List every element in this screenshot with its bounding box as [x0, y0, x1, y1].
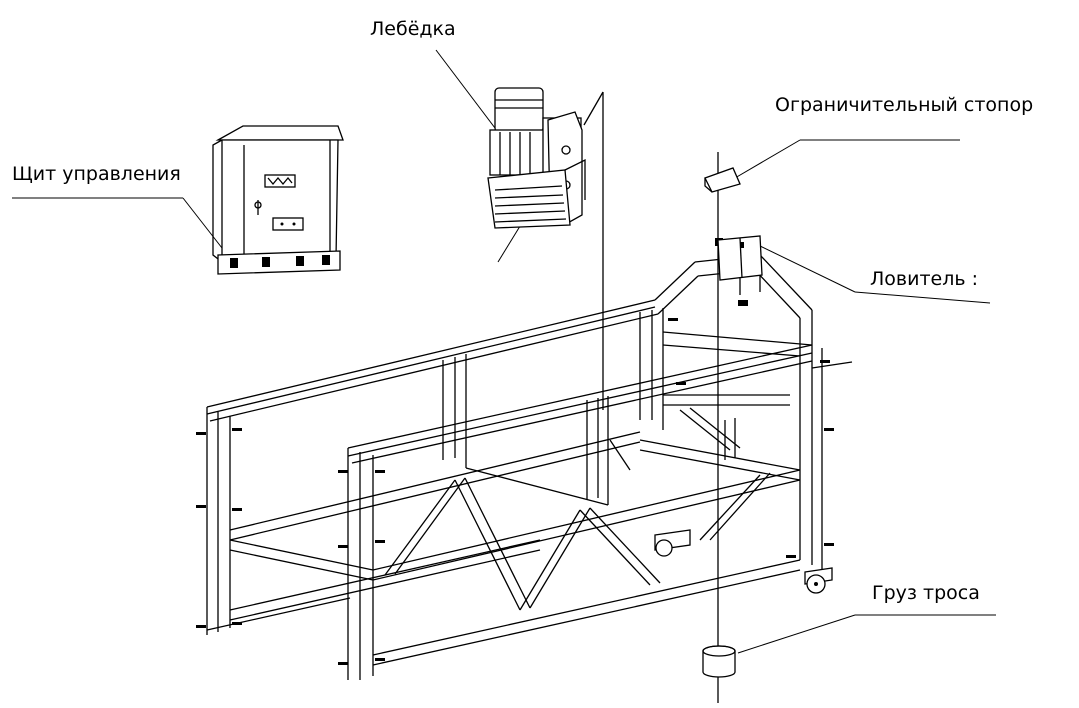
caster-wheels	[654, 529, 833, 594]
limit-stop-label: Ограничительный стопор	[775, 94, 1034, 116]
control-panel-label: Щит управления	[12, 163, 181, 185]
rope-weight-label: Груз троса	[872, 582, 980, 604]
leader-lines	[12, 49, 996, 654]
rope-weight-drawing	[702, 645, 736, 678]
winch-label: Лебёдка	[370, 18, 456, 40]
catcher-drawing	[717, 235, 763, 281]
wire-ropes	[583, 91, 719, 703]
catcher-label: Ловитель :	[870, 268, 978, 290]
control-panel-drawing	[212, 125, 344, 275]
bolt-marks	[196, 238, 834, 665]
winch-drawing	[487, 87, 586, 229]
platform-frame	[206, 254, 853, 680]
limit-stop-drawing	[704, 167, 741, 193]
